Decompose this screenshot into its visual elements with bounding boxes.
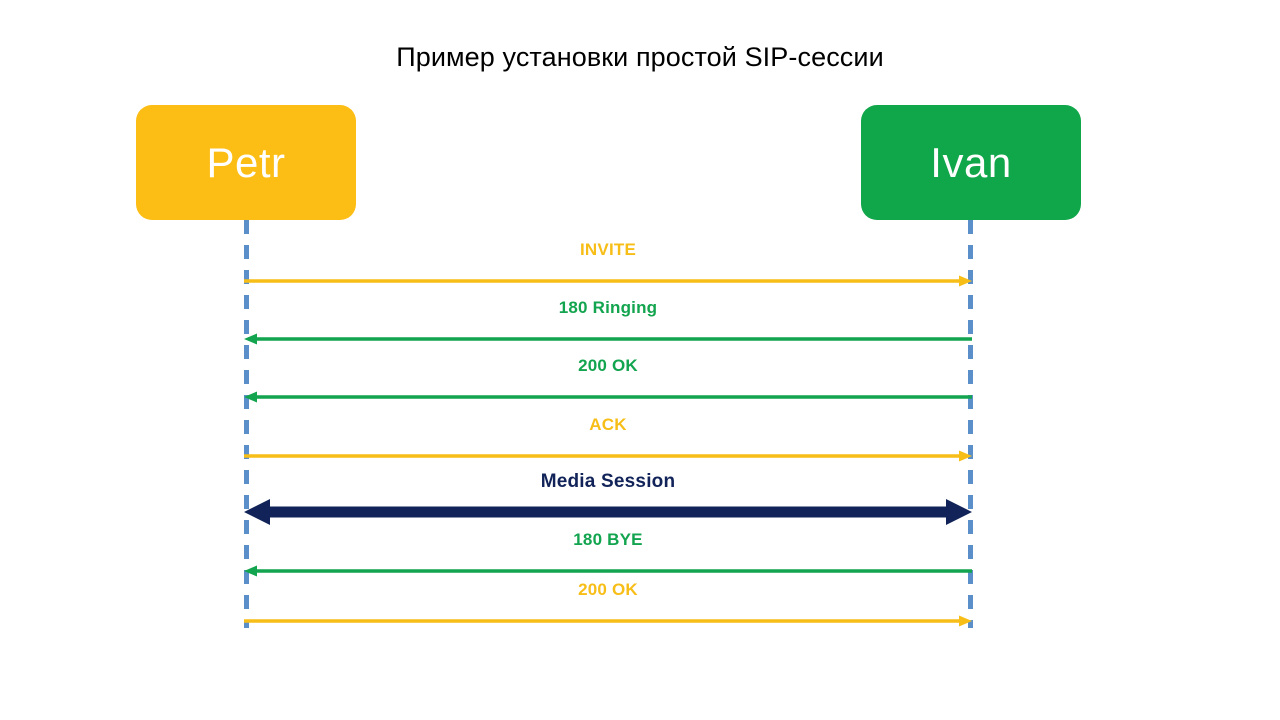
message-label: INVITE [580,240,636,259]
arrowhead-left-icon [244,391,257,403]
message-3: 200 OK [244,356,972,412]
message-arrow [244,606,972,636]
page-title: Пример установки простой SIP-сессии [396,42,884,72]
message-6: 180 BYE [244,530,972,586]
message-4: ACK [244,415,972,471]
arrowhead-left-icon [244,499,270,525]
message-arrow [244,497,972,527]
message-arrow [244,441,972,471]
message-arrow [244,382,972,412]
arrowhead-right-icon [959,450,972,462]
actor-label-ivan: Ivan [930,138,1012,186]
message-1: INVITE [244,240,972,296]
message-label: 200 OK [578,580,638,599]
lifeline-ivan-dash [968,220,973,628]
arrowhead-right-icon [946,499,972,525]
message-7: 200 OK [244,580,972,636]
message-label: 180 BYE [573,530,643,549]
message-arrow [244,556,972,586]
actor-box-petr: Petr [136,105,356,220]
lifeline-petr [244,220,249,628]
message-label: 180 Ringing [558,298,658,317]
message-arrow [244,324,972,354]
message-label: ACK [589,415,627,434]
actor-label-petr: Petr [206,138,286,186]
message-label: Media Session [540,471,676,492]
arrowhead-left-icon [244,333,257,345]
message-label: 200 OK [578,356,638,375]
actor-box-ivan: Ivan [861,105,1081,220]
message-arrow [244,266,972,296]
arrowhead-right-icon [959,615,972,627]
message-5: Media Session [244,471,972,527]
arrowhead-left-icon [244,565,257,577]
arrowhead-right-icon [959,275,972,287]
lifeline-petr-dash [244,220,249,628]
lifeline-ivan [968,220,973,628]
message-2: 180 Ringing [244,298,972,354]
